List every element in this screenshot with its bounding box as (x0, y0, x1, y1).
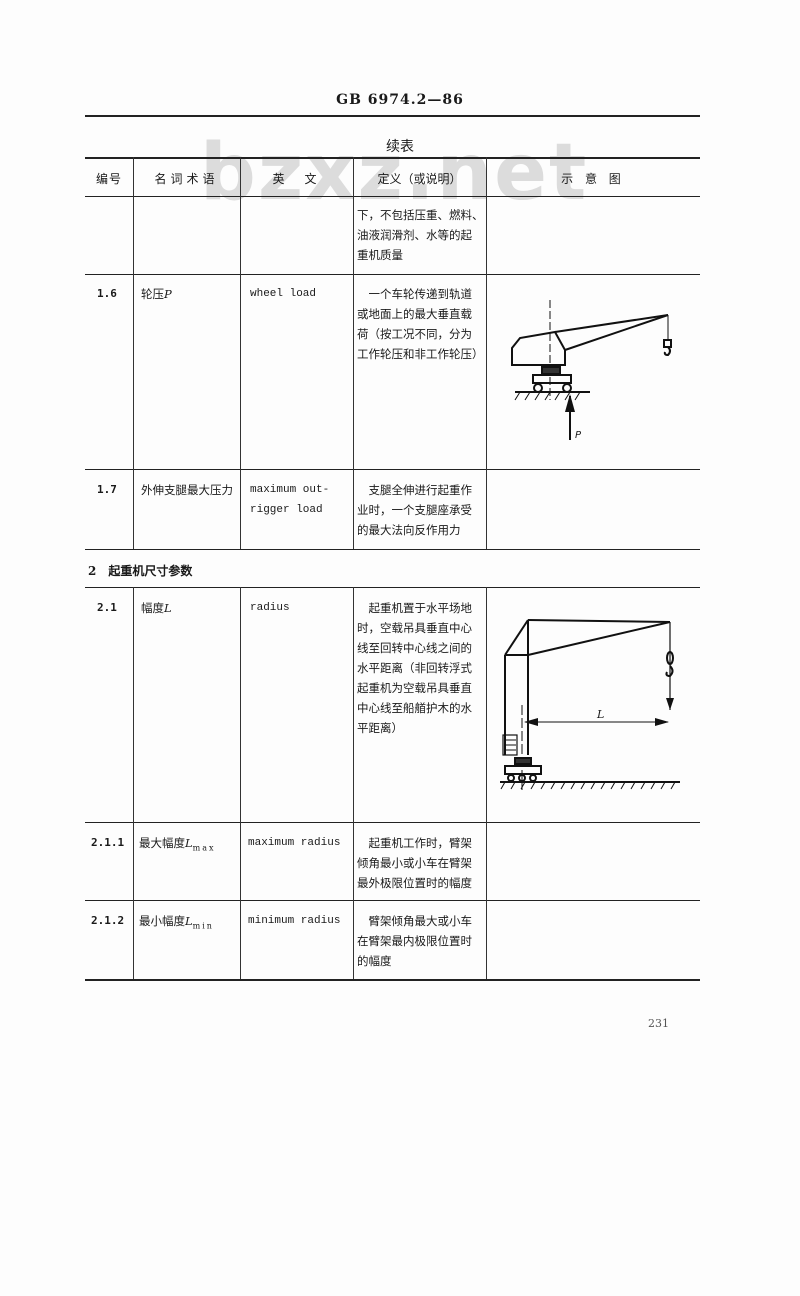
term-symbol: L (164, 601, 172, 615)
document-code: GB 6974.2—86 (336, 92, 464, 108)
definition-line: 起重机工作时，臂架 (357, 836, 472, 850)
column-divider (353, 157, 354, 549)
definition-line: 水平距离（非回转浮式 (357, 661, 472, 675)
definition-line: 倾角最小或小车在臂架 (357, 856, 472, 870)
definition-cell: 支腿全伸进行起重作 业时，一个支腿座承受 的最大法向反作用力 (357, 480, 472, 540)
definition-line: 支腿全伸进行起重作 (357, 483, 472, 497)
term-number: 1.7 (97, 483, 117, 496)
english-term: radius (250, 602, 290, 614)
term-number: 2.1.1 (91, 836, 125, 849)
definition-cell: 臂架倾角最大或小车 在臂架最内极限位置时 的幅度 (357, 911, 472, 971)
row-divider (85, 469, 700, 470)
definition-line: 起重机为空载吊具垂直 (357, 681, 472, 695)
radius-crane-diagram (500, 619, 680, 790)
watermark: bzxz.net (200, 128, 589, 218)
definition-line: 的幅度 (357, 954, 392, 968)
row-divider (85, 822, 700, 823)
wheel-load-crane-diagram (511, 300, 672, 440)
definition-line: 的最大法向反作用力 (357, 523, 461, 537)
definition-cell: 起重机工作时，臂架 倾角最小或小车在臂架 最外极限位置时的幅度 (357, 833, 472, 893)
column-header-definition: 定义（或说明） (377, 172, 462, 186)
definition-line: 中心线至船艏护木的水 (357, 701, 472, 715)
term-symbol: L (185, 914, 193, 928)
english-term: minimum radius (248, 915, 341, 927)
definition-cell: 起重机置于水平场地 时，空载吊具垂直中心 线至回转中心线之间的 水平距离（非回转… (357, 598, 472, 738)
column-header-diagram: 示 意 图 (561, 172, 625, 186)
english-line: rigger load (250, 504, 323, 516)
section-heading: 2 起重机尺寸参数 (88, 562, 192, 579)
term-name: 最大幅度Lmax (139, 833, 216, 858)
arrow-left-icon (524, 718, 538, 726)
column-divider (240, 157, 241, 549)
column-divider (486, 157, 487, 549)
arrow-down-icon (666, 698, 674, 710)
term-subscript: max (192, 843, 216, 853)
header-bottom-rule (85, 196, 700, 197)
term-symbol: L (185, 836, 193, 850)
row-divider (85, 274, 700, 275)
table-bottom-rule (85, 979, 700, 981)
definition-line: 重机质量 (357, 248, 403, 262)
table-top-rule (85, 157, 700, 159)
section-title: 起重机尺寸参数 (108, 564, 193, 578)
definition-line: 时，空载吊具垂直中心 (357, 621, 472, 635)
column-divider (133, 157, 134, 549)
english-term: maximum out- rigger load (250, 480, 329, 520)
section-number: 2 (88, 564, 97, 578)
term-subscript: min (192, 921, 214, 931)
term-text: 最大幅度 (139, 836, 185, 850)
term-symbol: P (164, 287, 172, 301)
row-divider (85, 549, 700, 550)
definition-line: 荷（按工况不同，分为 (357, 327, 472, 341)
term-number: 2.1 (97, 601, 117, 614)
definition-line: 一个车轮传递到轨道 (357, 287, 472, 301)
page-number: 231 (648, 1017, 669, 1030)
term-text: 幅度 (141, 601, 164, 615)
definition-line: 下，不包括压重、燃料、 (357, 208, 484, 222)
definition-line: 臂架倾角最大或小车 (357, 914, 472, 928)
term-name: 幅度L (141, 598, 172, 618)
header-rule (85, 115, 700, 117)
definition-line: 油液润滑剂、水等的起 (357, 228, 472, 242)
row-divider (85, 587, 700, 588)
term-name: 外伸支腿最大压力 (141, 483, 233, 497)
english-term: wheel load (250, 288, 317, 300)
term-number: 2.1.2 (91, 914, 125, 927)
table-continued-title: 续表 (386, 139, 414, 155)
english-term: maximum radius (248, 837, 341, 849)
definition-line: 在臂架最内极限位置时 (357, 934, 472, 948)
column-divider (240, 587, 241, 979)
definition-line: 最外极限位置时的幅度 (357, 876, 472, 890)
definition-line: 工作轮压和非工作轮压） (357, 347, 484, 361)
definition-line: 或地面上的最大垂直载 (357, 307, 472, 321)
column-header-term: 名词术语 (154, 172, 219, 186)
column-header-english: 英 文 (272, 172, 321, 186)
column-divider (486, 587, 487, 979)
column-divider (133, 587, 134, 979)
term-number: 1.6 (97, 287, 117, 300)
definition-line: 业时，一个支腿座承受 (357, 503, 472, 517)
wheel-load-label: P (575, 430, 582, 441)
column-divider (353, 587, 354, 979)
column-header-number: 编号 (95, 172, 122, 186)
arrow-right-icon (655, 718, 669, 726)
definition-line: 起重机置于水平场地 (357, 601, 472, 615)
definition-cell: 下，不包括压重、燃料、 油液润滑剂、水等的起 重机质量 (357, 205, 484, 265)
definition-line: 平距离） (357, 721, 403, 735)
definition-line: 线至回转中心线之间的 (357, 641, 472, 655)
term-text: 轮压 (141, 287, 164, 301)
arrow-up-icon (565, 394, 575, 412)
radius-label: L (597, 708, 605, 721)
term-text: 最小幅度 (139, 914, 185, 928)
row-divider (85, 900, 700, 901)
term-name: 最小幅度Lmin (139, 911, 214, 936)
definition-cell: 一个车轮传递到轨道 或地面上的最大垂直载 荷（按工况不同，分为 工作轮压和非工作… (357, 284, 484, 364)
english-line: maximum out- (250, 484, 330, 496)
term-name: 轮压P (141, 284, 172, 304)
